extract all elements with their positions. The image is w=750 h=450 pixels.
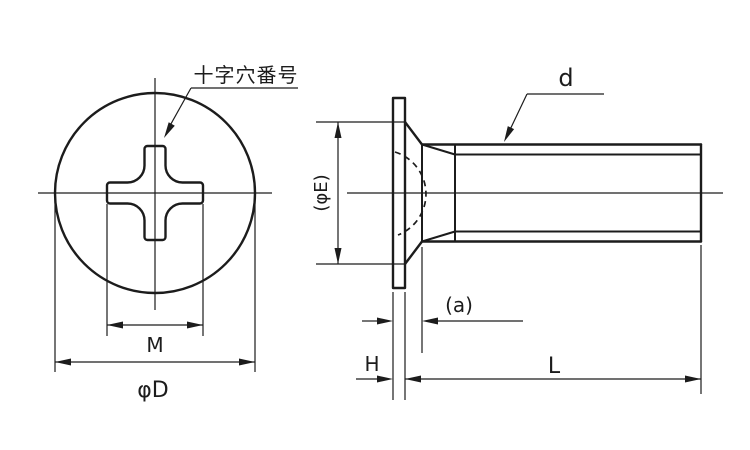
m-arrowhead-right <box>187 321 203 329</box>
thread-runout-bottom <box>421 230 456 243</box>
phid-dimension-label: φD <box>137 378 168 403</box>
phid-arrowhead-left <box>55 358 71 366</box>
thread-runout-top <box>421 143 456 156</box>
head-outline-circle <box>53 91 257 295</box>
d-arrowhead <box>504 126 515 142</box>
dimension-incomplete-thread: (a) <box>362 247 523 353</box>
front-view: 十字穴番号 M φD <box>38 63 299 403</box>
callout-arrowhead <box>164 122 175 138</box>
l-arrowhead-right <box>685 375 701 383</box>
recess-callout-label: 十字穴番号 <box>194 63 299 87</box>
a-arrowhead-right <box>422 317 438 325</box>
countersunk-head-face <box>391 96 407 290</box>
recess-callout-leader <box>164 87 298 138</box>
side-view: d (φE) (a) <box>311 64 723 400</box>
l-dimension-label: L <box>548 354 561 379</box>
phillips-recess-outline <box>105 144 205 242</box>
phie-arrowhead-top <box>334 122 342 138</box>
head-cone-bottom-edge <box>403 240 424 266</box>
phie-arrowhead-bottom <box>334 248 342 264</box>
head-cone-top-edge <box>403 120 424 146</box>
m-dimension-label: M <box>146 333 163 357</box>
dimension-length: L <box>405 245 702 394</box>
a-dimension-label: (a) <box>445 293 473 317</box>
m-arrowhead-left <box>107 321 123 329</box>
leader-thread-diameter: d <box>504 64 604 142</box>
phid-arrowhead-right <box>239 358 255 366</box>
dimension-recess-width: M <box>106 204 204 357</box>
l-arrowhead-left <box>405 375 421 383</box>
dimension-countersink-diameter: (φE) <box>311 121 404 265</box>
a-arrowhead-left <box>377 317 393 325</box>
h-dimension-label: H <box>364 352 379 376</box>
d-dimension-label: d <box>558 64 573 92</box>
phie-dimension-label: (φE) <box>311 174 332 211</box>
h-arrowhead <box>377 375 393 383</box>
dimension-head-height: H <box>356 292 406 400</box>
recess-depth-hidden-arc <box>394 151 427 236</box>
dimension-head-diameter: φD <box>54 197 256 403</box>
screw-body <box>391 96 703 290</box>
